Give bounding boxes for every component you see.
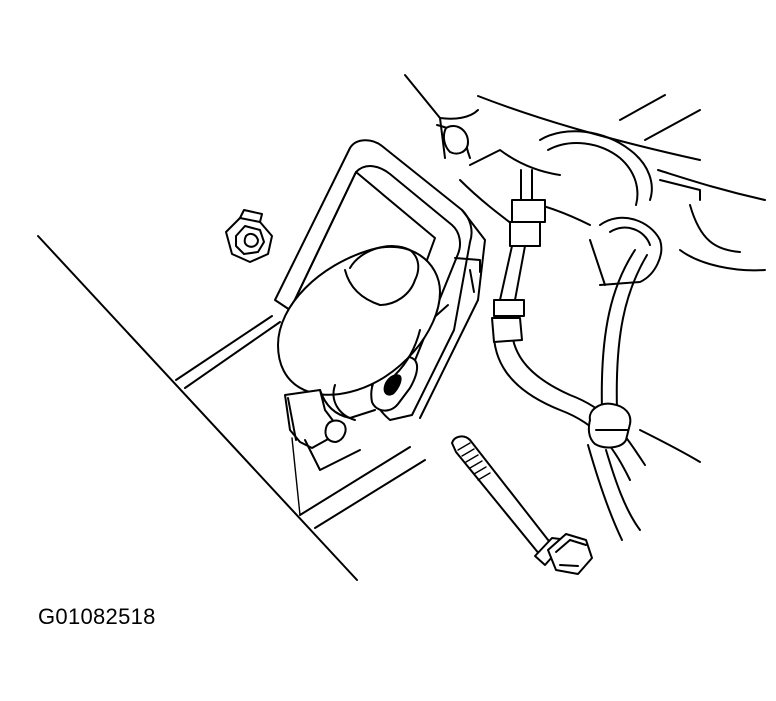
nut (225, 209, 273, 263)
figure-code: G01082518 (38, 604, 156, 629)
mount-base (284, 389, 361, 471)
rubber-mount (277, 245, 441, 421)
frame-rail (37, 235, 426, 581)
transmission-housing (404, 74, 766, 286)
cable-clip (587, 249, 701, 541)
shift-cable (491, 169, 646, 481)
bolt (451, 435, 593, 575)
